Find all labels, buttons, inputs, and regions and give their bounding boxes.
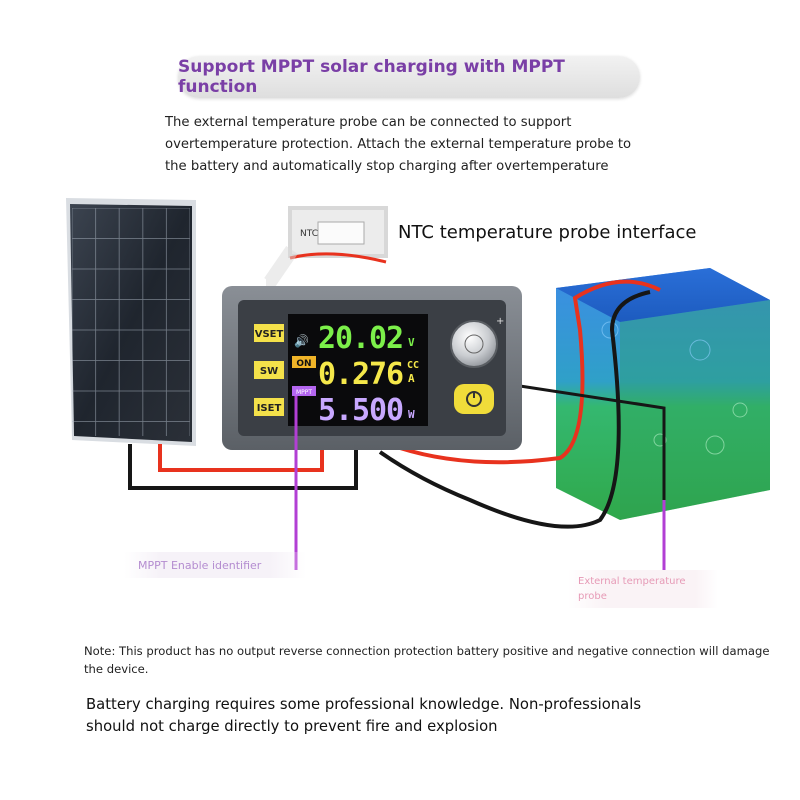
solar-panel [66, 198, 196, 446]
current-unit: A [408, 372, 415, 385]
plus-icon: + [496, 316, 504, 327]
power-readout: 5.500 [318, 393, 404, 428]
ntc-interface-label: NTC temperature probe interface [398, 222, 697, 243]
lcd-screen [288, 314, 428, 426]
external-probe-callout: External temperature probe [568, 570, 718, 608]
solar-negative-wire [128, 444, 358, 490]
sw-button[interactable] [254, 361, 284, 379]
note-text: Note: This product has no output reverse… [84, 644, 770, 676]
probe-wire [519, 384, 666, 500]
ntc-connector: NTC [264, 206, 388, 289]
battery [556, 268, 770, 520]
vset-button[interactable] [254, 324, 284, 342]
mppt-enable-label: MPPT Enable identifier [138, 558, 262, 572]
buck-boost-module: VSET SW ISET 🔊 20.02 V ON 0.276 CC A MPP… [222, 286, 522, 450]
page-title: Support MPPT solar charging with MPPT fu… [178, 57, 565, 97]
voltage-readout: 20.02 [318, 321, 404, 356]
warning-line: Battery charging requires some professio… [86, 696, 642, 713]
mppt-enable-callout: MPPT Enable identifier [124, 552, 306, 578]
battery-positive-wire [399, 279, 661, 465]
sound-icon: 🔊 [294, 333, 309, 348]
warning-text: Battery charging requires some professio… [86, 694, 666, 738]
description-text: The external temperature probe can be co… [165, 112, 685, 178]
product-illustration: NTC VSET SW ISET 🔊 20.02 V ON 0.276 CC [66, 198, 770, 572]
description-line: the battery and automatically stop charg… [165, 159, 609, 174]
mppt-badge [292, 386, 316, 396]
encoder-knob[interactable] [450, 320, 498, 368]
iset-button-label: ISET [257, 403, 282, 414]
current-readout: 0.276 [318, 357, 404, 392]
external-probe-label: External temperature probe [578, 576, 686, 602]
description-line: overtemperature protection. Attach the e… [165, 137, 632, 152]
mppt-badge-text: MPPT [296, 389, 312, 396]
output-status-text: ON [296, 359, 311, 369]
iset-button[interactable] [254, 398, 284, 416]
output-status-badge [292, 356, 316, 368]
vset-button-label: VSET [255, 329, 284, 340]
sw-button-label: SW [260, 366, 278, 377]
solar-positive-wire [158, 440, 324, 472]
warning-line: should not charge directly to prevent fi… [86, 718, 498, 735]
voltage-unit: V [408, 336, 415, 349]
battery-negative-wire [378, 290, 651, 529]
title-banner: Support MPPT solar charging with MPPT fu… [178, 56, 640, 98]
power-unit: W [408, 408, 415, 421]
power-button[interactable] [454, 384, 494, 414]
mode-indicator: CC [407, 360, 419, 371]
description-line: The external temperature probe can be co… [165, 115, 572, 130]
ntc-connector-label: NTC [300, 229, 318, 239]
